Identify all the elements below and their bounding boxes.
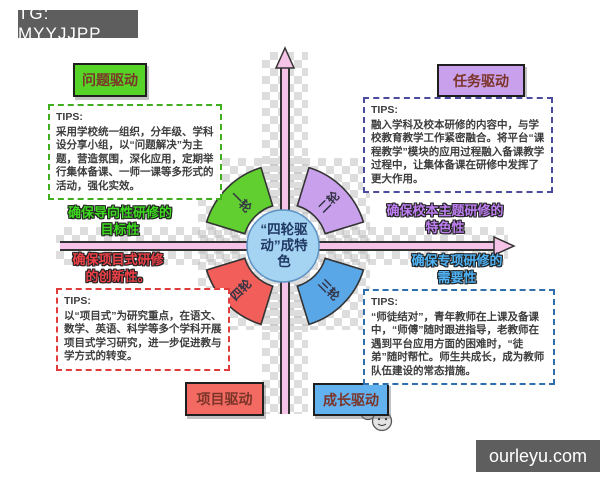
right-arrow-icon	[493, 235, 516, 257]
project-drive-label: 项目驱动	[196, 391, 253, 407]
tips-heading: TIPS:	[64, 295, 91, 307]
tips-body: “师徒结对”，青年教师在上课及备课中，“师傅”随时跟进指导，老教师在遇到平台应用…	[371, 310, 545, 377]
tips-heading: TIPS:	[371, 296, 398, 308]
tips-body: 采用学校统一组织，分年级、学科设分享小组，以“问题解决”为主题，营造氛围，深化应…	[56, 125, 214, 192]
wheel-fan-four	[205, 257, 274, 326]
axis-label-goal: 确保导向性研修的 目标性	[67, 205, 172, 237]
wheel-fan-three	[296, 257, 365, 326]
tips-box-project: TIPS: 以“项目式”为研究重点，在语文、数学、英语、科学等多个学科开展项目式…	[56, 288, 230, 371]
tips-box-task: TIPS: 融入学科及校本研修的内容中，与学校教育教学工作紧密融合。将平台“课程…	[363, 97, 553, 193]
tips-body: 融入学科及校本研修的内容中，与学校教育教学工作紧密融合。将平台“课程教学”模块的…	[371, 118, 545, 185]
growth-drive-box: 成长驱动	[313, 383, 389, 416]
tips-box-problem: TIPS: 采用学校统一组织，分年级、学科设分享小组，以“问题解决”为主题，营造…	[48, 104, 222, 200]
up-arrow-icon	[274, 46, 296, 69]
project-drive-box: 项目驱动	[185, 382, 264, 416]
wheel-fan-two	[296, 166, 365, 235]
corner-tag: TG: MYYJJPP	[18, 4, 138, 43]
tips-box-growth: TIPS: “师徒结对”，青年教师在上课及备课中，“师傅”随时跟进指导，老教师在…	[363, 289, 555, 385]
task-drive-box: 任务驱动	[437, 64, 525, 97]
tips-heading: TIPS:	[56, 111, 83, 123]
watermark: ourleyu.com	[476, 440, 600, 472]
task-drive-label: 任务驱动	[453, 72, 509, 89]
center-hub	[246, 209, 320, 283]
wheel-fan-one	[205, 166, 274, 235]
tips-heading: TIPS:	[371, 104, 398, 116]
problem-drive-box: 问题驱动	[73, 63, 147, 97]
tips-body: 以“项目式”为研究重点，在语文、数学、英语、科学等多个学科开展项目式学习研究，进…	[64, 309, 222, 363]
problem-drive-label: 问题驱动	[82, 72, 138, 88]
axis-label-innovation: 确保项目式研修 的创新性。	[72, 252, 164, 284]
growth-drive-label: 成长驱动	[323, 391, 379, 408]
axis-label-feature: 确保校本主题研修的 特色性	[386, 203, 504, 235]
axis-label-need: 确保专项研修的 需要性	[411, 253, 503, 285]
center-hub-label: “四轮驱动”成特色	[260, 222, 308, 269]
wheel-fans	[205, 166, 365, 326]
